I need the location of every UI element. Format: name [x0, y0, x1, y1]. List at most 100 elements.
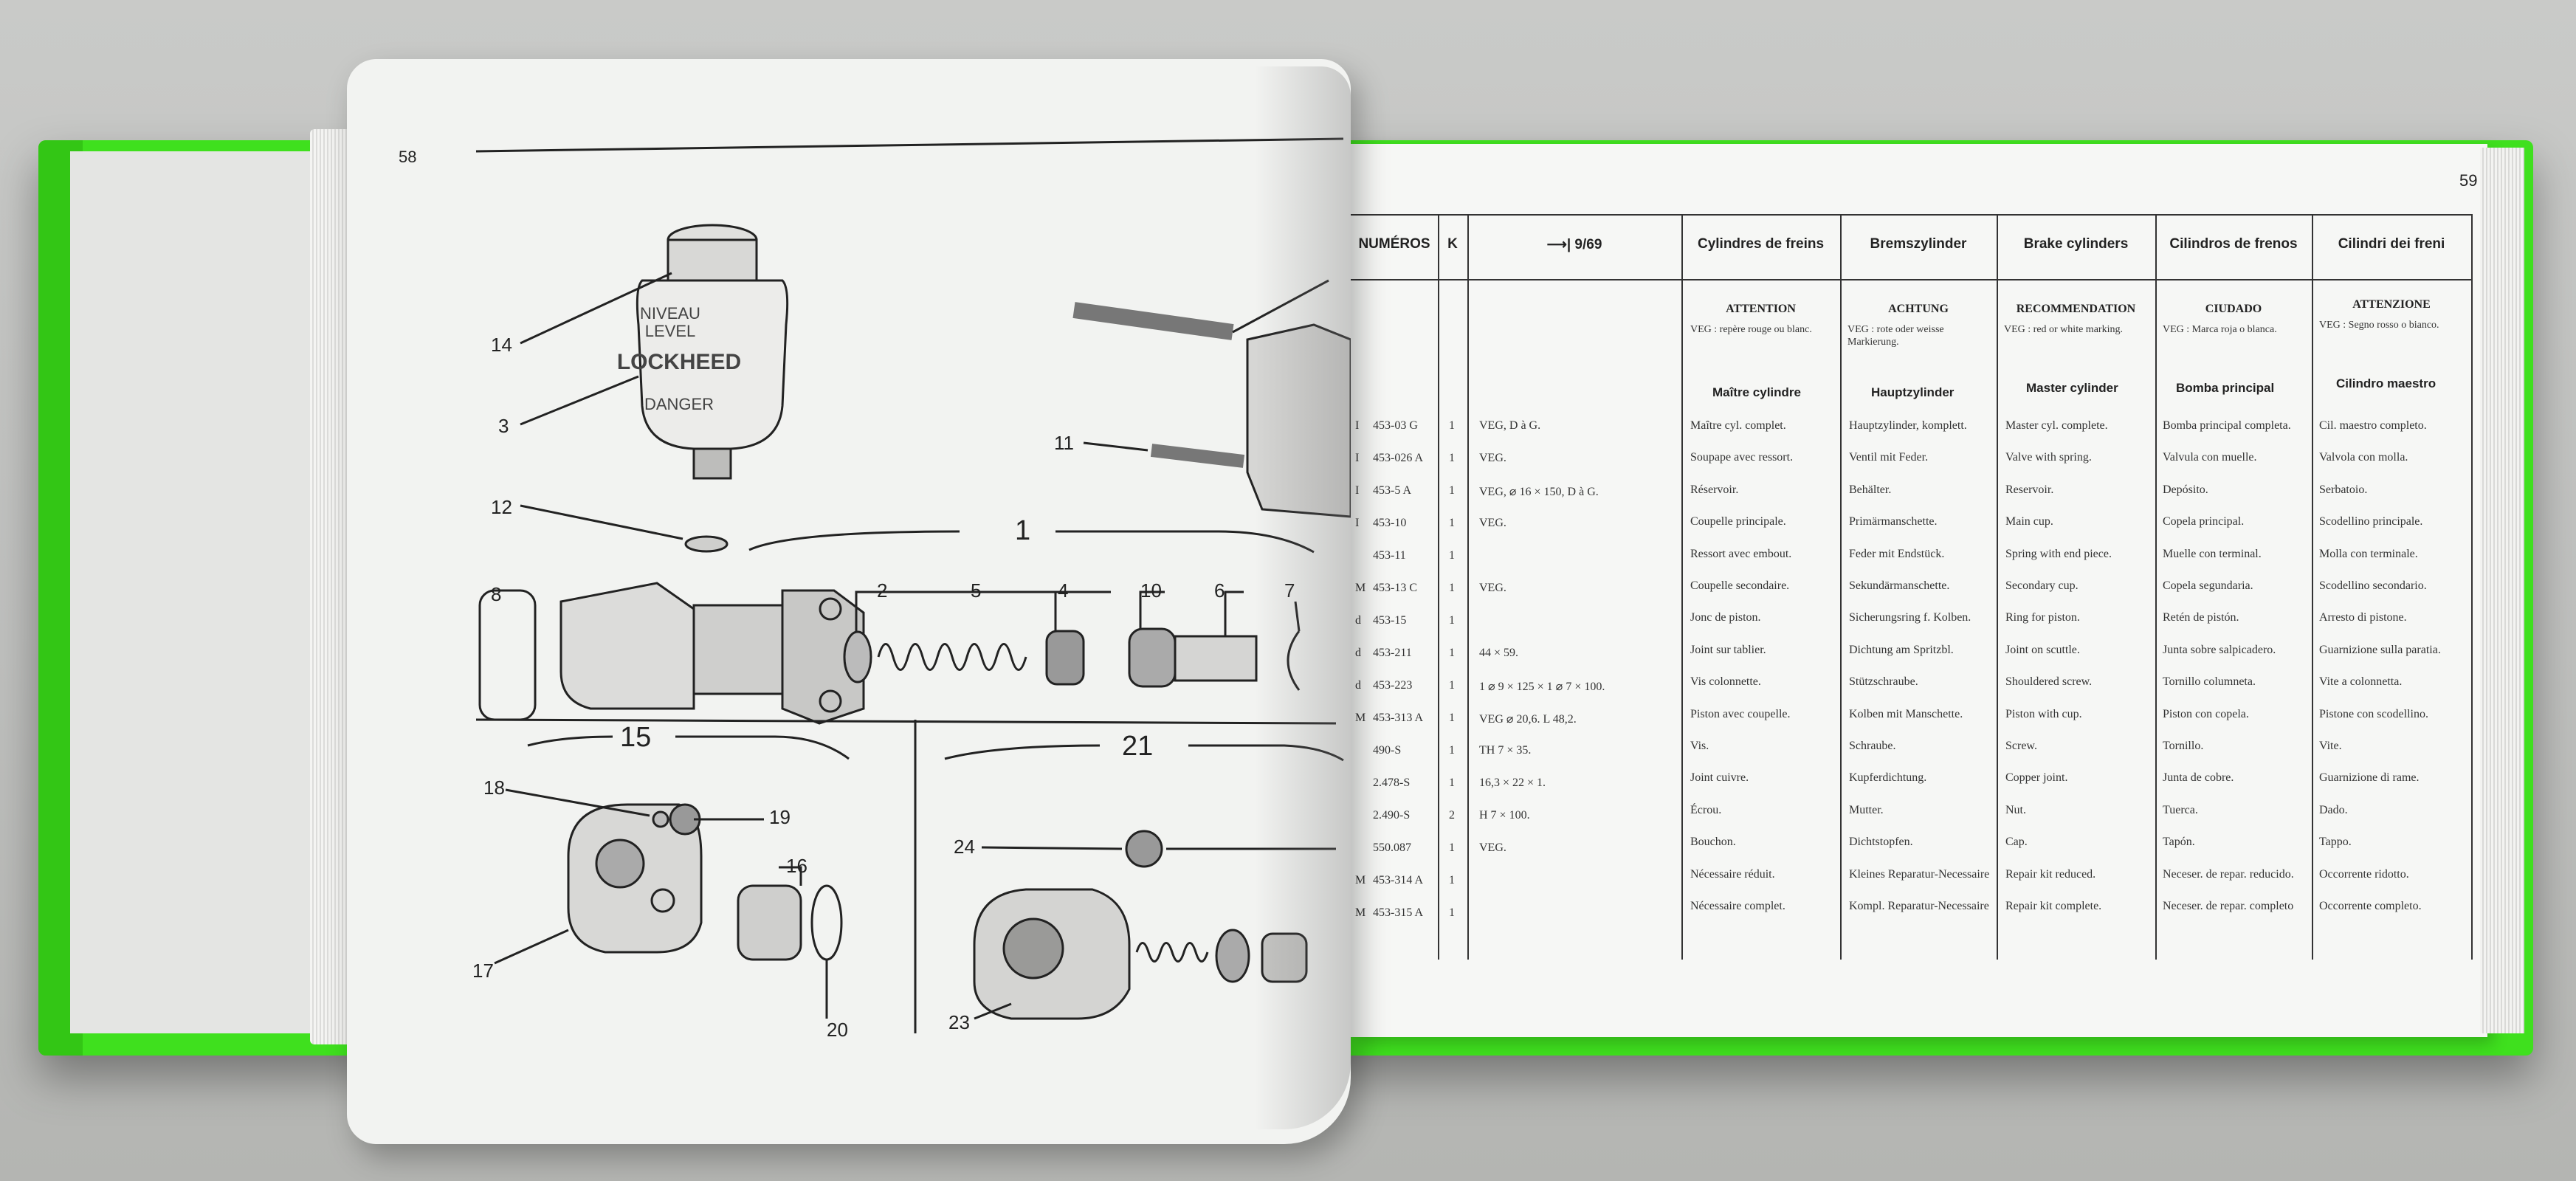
table-cell-spec: VEG.: [1479, 517, 1506, 529]
table-cell-k: 1: [1449, 484, 1455, 497]
note-text-de: VEG : rote oder weisse Markierung.: [1847, 324, 1944, 348]
table-cell-de: Dichtstopfen.: [1849, 836, 1913, 848]
table-cell-it: Molla con terminale.: [2319, 548, 2418, 560]
reservoir-outlet: [692, 447, 732, 480]
leader-11: [1083, 441, 1148, 452]
header-en: Brake cylinders: [2023, 236, 2129, 252]
table-cell-num: 453-03 G: [1373, 419, 1418, 432]
wheel-cyl-bore-21: [1002, 917, 1064, 979]
table-cell-de: Kompl. Reparatur-Necessaire: [1849, 900, 1989, 912]
table-cell-it: Cil. maestro completo.: [2319, 419, 2427, 432]
page-curl-shadow: [1255, 66, 1351, 1129]
table-cell-es: Bomba principal completa.: [2163, 419, 2291, 432]
part-label-3: 3: [498, 415, 509, 437]
table-cell-fr: Coupelle secondaire.: [1690, 579, 1790, 592]
header-fr: Cylindres de freins: [1697, 236, 1825, 252]
bracket-1-left: [748, 530, 960, 551]
leader-23: [974, 1002, 1012, 1020]
col-rule: [1840, 214, 1842, 960]
table-top-rule: [1351, 214, 2473, 216]
table-cell-k: 1: [1449, 874, 1455, 886]
part-5-spring: [877, 643, 1027, 671]
table-cell-fr: Réservoir.: [1690, 483, 1739, 496]
group-label-15: 15: [620, 722, 652, 753]
header-numeros: NUMÉROS: [1358, 236, 1430, 252]
part-4: [1045, 630, 1085, 686]
col-rule: [1681, 214, 1683, 960]
part-label-20: 20: [827, 1019, 848, 1041]
table-cell-fr: Bouchon.: [1690, 836, 1736, 848]
part-label-18: 18: [483, 777, 505, 799]
table-cell-spec: 44 × 59.: [1479, 647, 1519, 659]
right-page: [1351, 144, 2487, 1037]
table-cell-it: Pistone con scodellino.: [2319, 708, 2428, 720]
table-cell-en: Piston with cup.: [2005, 708, 2082, 720]
table-cell-es: Copela principal.: [2163, 515, 2245, 528]
section-divider: [475, 718, 1337, 725]
table-cell-p: I: [1355, 484, 1360, 497]
table-cell-en: Repair kit complete.: [2005, 900, 2102, 912]
table-cell-fr: Écrou.: [1690, 804, 1722, 816]
table-cell-de: Ventil mit Feder.: [1849, 451, 1929, 464]
part-label-8: 8: [491, 583, 502, 605]
exploded-parts-diagram: NIVEAU LEVEL LOCKHEED DANGER: [475, 137, 1351, 1033]
table-cell-it: Guarnizione sulla paratia.: [2319, 644, 2441, 656]
table-cell-de: Sekundärmanschette.: [1849, 579, 1950, 592]
table-cell-de: Feder mit Endstück.: [1849, 548, 1945, 560]
table-cell-it: Scodellino principale.: [2319, 515, 2423, 528]
left-page: 58: [347, 59, 1351, 1144]
note-title-en: RECOMMENDATION: [2016, 303, 2136, 315]
table-cell-es: Junta de cobre.: [2163, 771, 2234, 784]
table-cell-spec: VEG, D à G.: [1479, 419, 1541, 432]
table-cell-k: 1: [1449, 679, 1455, 692]
table-cell-k: 1: [1449, 712, 1455, 724]
table-cell-spec: 1 ⌀ 9 × 125 × 1 ⌀ 7 × 100.: [1479, 681, 1605, 693]
table-cell-fr: Nécessaire réduit.: [1690, 868, 1775, 881]
header-de: Bremszylinder: [1870, 236, 1967, 252]
part-11-screw: [1150, 444, 1245, 468]
part-label-4: 4: [1058, 579, 1069, 602]
table-cell-en: Spring with end piece.: [2005, 548, 2112, 560]
table-cell-es: Tapón.: [2163, 836, 2195, 848]
table-header-rule: [1351, 279, 2473, 280]
table-cell-it: Arresto di pistone.: [2319, 611, 2407, 624]
reservoir-text-brand: LOCKHEED: [617, 350, 741, 374]
table-cell-p: M: [1355, 712, 1366, 724]
part-label-14: 14: [491, 334, 512, 356]
spring-21: [1135, 942, 1209, 963]
washer: [684, 535, 729, 553]
part-label-7: 7: [1284, 579, 1295, 602]
table-cell-k: 1: [1449, 906, 1455, 919]
piston-21: [1261, 932, 1308, 983]
table-cell-en: Cap.: [2005, 836, 2028, 848]
cup-21: [1215, 929, 1250, 983]
table-cell-de: Primärmanschette.: [1849, 515, 1938, 528]
part-label-5: 5: [971, 579, 982, 602]
part-label-2: 2: [877, 579, 888, 602]
part-label-17: 17: [472, 960, 494, 982]
table-cell-it: Occorrente ridotto.: [2319, 868, 2409, 881]
table-cell-fr: Ressort avec embout.: [1690, 548, 1792, 560]
reservoir-text-niveau: NIVEAU: [640, 304, 700, 323]
table-cell-num: 453-5 A: [1373, 484, 1411, 497]
table-cell-k: 1: [1449, 549, 1455, 562]
table-cell-it: Serbatoio.: [2319, 483, 2368, 496]
table-cell-en: Copper joint.: [2005, 771, 2068, 784]
table-cell-fr: Jonc de piston.: [1690, 611, 1761, 624]
table-cell-en: Master cyl. complete.: [2005, 419, 2108, 432]
header-k: K: [1447, 236, 1458, 252]
table-cell-en: Repair kit reduced.: [2005, 868, 2096, 881]
header-es: Cilindros de frenos: [2169, 236, 2298, 252]
header-it: Cilindri dei freni: [2338, 236, 2445, 252]
table-cell-de: Schraube.: [1849, 740, 1896, 752]
part-18: [652, 810, 669, 828]
long-bolt: [1072, 302, 1234, 340]
leader-14: [520, 272, 672, 345]
col-rule: [1997, 214, 1998, 960]
table-cell-es: Neceser. de repar. reducido.: [2163, 868, 2294, 881]
table-cell-fr: Vis colonnette.: [1690, 675, 1761, 688]
table-cell-num: 2.490-S: [1373, 809, 1411, 822]
table-cell-de: Kolben mit Manschette.: [1849, 708, 1963, 720]
table-cell-num: 453-313 A: [1373, 712, 1423, 724]
table-cell-fr: Maître cyl. complet.: [1690, 419, 1786, 432]
